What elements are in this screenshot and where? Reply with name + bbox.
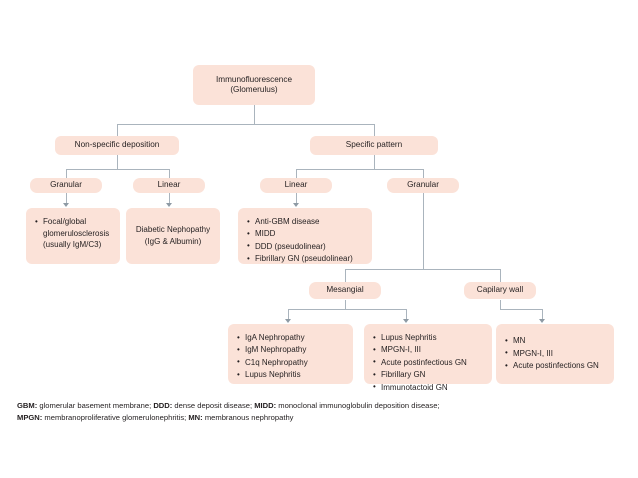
list-item: Lupus Nephritis bbox=[237, 369, 344, 382]
list-item: Focal/global glomerulosclerosis (usually… bbox=[35, 216, 111, 251]
connector-to-sp-granular bbox=[423, 169, 424, 178]
non-specific-label: Non-specific deposition bbox=[74, 140, 160, 150]
node-capillary-mid-list[interactable]: Lupus Nephritis MPGN-I, III Acute postin… bbox=[364, 324, 492, 394]
connector-capillary-right-leg bbox=[542, 309, 543, 320]
list-item: IgM Nephropathy bbox=[237, 344, 344, 357]
legend-abbr-midd: MIDD: bbox=[254, 401, 277, 410]
list-item: C1q Nephropathy bbox=[237, 356, 344, 369]
node-capillary-wall[interactable]: Capilary wall bbox=[464, 282, 536, 299]
connector-ns-linear-down bbox=[169, 193, 170, 204]
connector-sp-granular-down bbox=[423, 193, 424, 270]
connector-mesangial-bus bbox=[288, 309, 406, 310]
list-item: Fibrillary GN (pseudolinear) bbox=[247, 253, 363, 266]
node-focal-global-list[interactable]: Focal/global glomerulosclerosis (usually… bbox=[26, 208, 120, 264]
legend-text-mpgn: membranoproliferative glomerulonephritis… bbox=[42, 413, 189, 422]
list-item: MPGN-I, III bbox=[505, 347, 605, 360]
node-diabetic-nephropathy[interactable]: Diabetic Nephopathy (IgG & Albumin) bbox=[126, 208, 220, 264]
list-item: Fibrillary GN bbox=[373, 369, 483, 382]
connector-to-ns-granular bbox=[66, 169, 67, 178]
legend-abbr-mn: MN: bbox=[188, 413, 203, 422]
connector-specific-bus bbox=[296, 169, 423, 170]
legend-abbr-ddd: DDD: bbox=[153, 401, 173, 410]
arrow-capillary-right-list bbox=[539, 319, 545, 323]
connector-to-sp-linear bbox=[296, 169, 297, 178]
node-nonspecific-granular[interactable]: Granular bbox=[30, 178, 102, 193]
focal-global-items: Focal/global glomerulosclerosis (usually… bbox=[35, 216, 111, 251]
node-specific-pattern[interactable]: Specific pattern bbox=[310, 136, 438, 155]
legend-text-ddd: dense deposit disease; bbox=[172, 401, 255, 410]
connector-sp-linear-down bbox=[296, 193, 297, 204]
connector-level4-bus bbox=[345, 269, 500, 270]
legend-abbr-mpgn: MPGN: bbox=[17, 413, 43, 422]
list-item: Acute postinfectious GN bbox=[373, 356, 483, 369]
connector-nonspecific-bus bbox=[66, 169, 169, 170]
legend-text-midd: monoclonal immunoglobulin deposition dis… bbox=[276, 401, 440, 410]
root-line-1: Immunofluorescence bbox=[216, 74, 292, 84]
linear-specific-items: Anti-GBM disease MIDD DDD (pseudolinear)… bbox=[247, 215, 363, 266]
arrow-capillary-mid-list bbox=[403, 319, 409, 323]
node-non-specific-deposition[interactable]: Non-specific deposition bbox=[55, 136, 179, 155]
arrow-ns-linear bbox=[166, 203, 172, 207]
capillary-wall-label: Capilary wall bbox=[476, 285, 524, 295]
connector-capillary-bus bbox=[500, 309, 542, 310]
legend-line-1: GBM: glomerular basement membrane; DDD: … bbox=[17, 400, 440, 411]
node-nonspecific-linear[interactable]: Linear bbox=[133, 178, 205, 193]
legend-line-2: MPGN: membranoproliferative glomerulonep… bbox=[17, 412, 293, 423]
connector-specific-down bbox=[374, 155, 375, 170]
list-item: Anti-GBM disease bbox=[247, 215, 363, 228]
diabetic-line-2: (IgG & Albumin) bbox=[144, 237, 202, 246]
node-mesangial-list[interactable]: IgA Nephropathy IgM Nephropathy C1q Neph… bbox=[228, 324, 353, 384]
connector-to-mesangial bbox=[345, 269, 346, 282]
arrow-mesangial-list bbox=[285, 319, 291, 323]
connector-root-down bbox=[254, 105, 255, 125]
list-item: Immunotactoid GN bbox=[373, 381, 483, 394]
list-item: Acute postinfections GN bbox=[505, 360, 605, 373]
connector-to-nonspecific bbox=[117, 124, 118, 136]
connector-capillary-down bbox=[500, 300, 501, 310]
node-immunofluorescence-root[interactable]: Immunofluorescence (Glomerulus) bbox=[193, 65, 315, 105]
connector-to-ns-linear bbox=[169, 169, 170, 178]
specific-pattern-label: Specific pattern bbox=[345, 140, 403, 150]
node-mesangial[interactable]: Mesangial bbox=[309, 282, 381, 299]
capillary-right-items: MN MPGN-I, III Acute postinfections GN bbox=[505, 335, 605, 373]
arrow-ns-granular bbox=[63, 203, 69, 207]
connector-to-specific bbox=[374, 124, 375, 136]
ns-granular-label: Granular bbox=[50, 180, 82, 190]
list-item: MIDD bbox=[247, 228, 363, 241]
root-line-2: (Glomerulus) bbox=[230, 85, 278, 94]
node-specific-granular[interactable]: Granular bbox=[387, 178, 459, 193]
list-item: Lupus Nephritis bbox=[373, 331, 483, 344]
diabetic-line-1: Diabetic Nephopathy bbox=[135, 225, 211, 235]
node-specific-linear[interactable]: Linear bbox=[260, 178, 332, 193]
node-capillary-right-list[interactable]: MN MPGN-I, III Acute postinfections GN bbox=[496, 324, 614, 384]
connector-to-capillary bbox=[500, 269, 501, 282]
connector-level2-bus bbox=[117, 124, 374, 125]
list-item: DDD (pseudolinear) bbox=[247, 240, 363, 253]
connector-mesangial-left-leg bbox=[288, 309, 289, 320]
legend-text-gbm: glomerular basement membrane; bbox=[37, 401, 154, 410]
connector-ns-granular-down bbox=[66, 193, 67, 204]
list-item: MPGN-I, III bbox=[373, 344, 483, 357]
capillary-mid-items: Lupus Nephritis MPGN-I, III Acute postin… bbox=[373, 331, 483, 394]
list-item: MN bbox=[505, 335, 605, 348]
connector-mesangial-down bbox=[345, 300, 346, 310]
mesangial-label: Mesangial bbox=[326, 285, 364, 295]
legend-text-mn: membranous nephropathy bbox=[202, 413, 294, 422]
ns-linear-label: Linear bbox=[157, 180, 181, 190]
node-linear-specific-list[interactable]: Anti-GBM disease MIDD DDD (pseudolinear)… bbox=[238, 208, 372, 266]
arrow-sp-linear bbox=[293, 203, 299, 207]
connector-mesangial-right-leg bbox=[406, 309, 407, 320]
sp-granular-label: Granular bbox=[407, 180, 439, 190]
connector-nonspecific-down bbox=[117, 155, 118, 170]
sp-linear-label: Linear bbox=[284, 180, 308, 190]
list-item: IgA Nephropathy bbox=[237, 331, 344, 344]
mesangial-items: IgA Nephropathy IgM Nephropathy C1q Neph… bbox=[237, 331, 344, 382]
legend-abbr-gbm: GBM: bbox=[17, 401, 38, 410]
